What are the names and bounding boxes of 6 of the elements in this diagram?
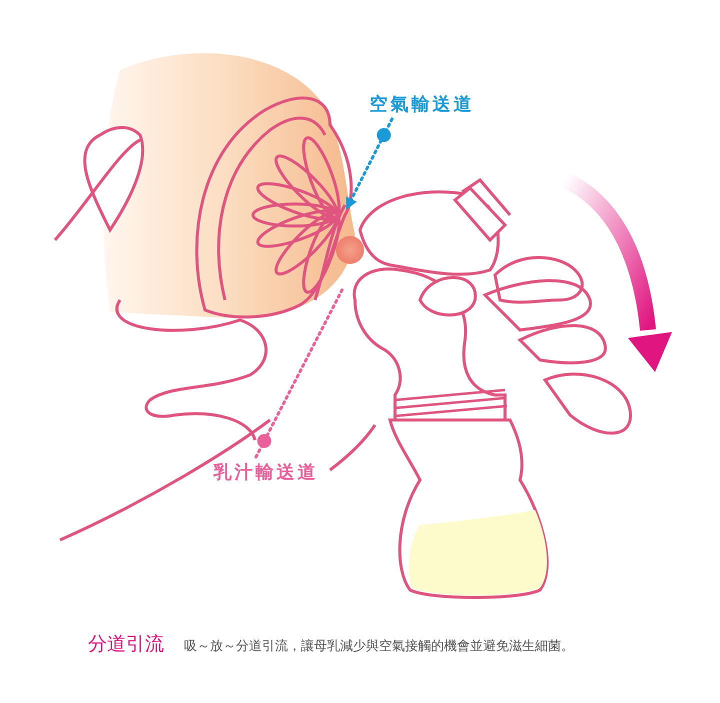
callout-label: 乳汁輸送道: [214, 460, 318, 484]
callout-label: 空氣輸送道: [370, 92, 474, 116]
leader-line: [346, 118, 394, 210]
description-text: 吸～放～分道引流，讓母乳減少與空氣接觸的機會並避免滋生細菌。: [184, 638, 574, 656]
heading: 分道引流: [88, 632, 164, 657]
leader-line: [254, 288, 344, 458]
